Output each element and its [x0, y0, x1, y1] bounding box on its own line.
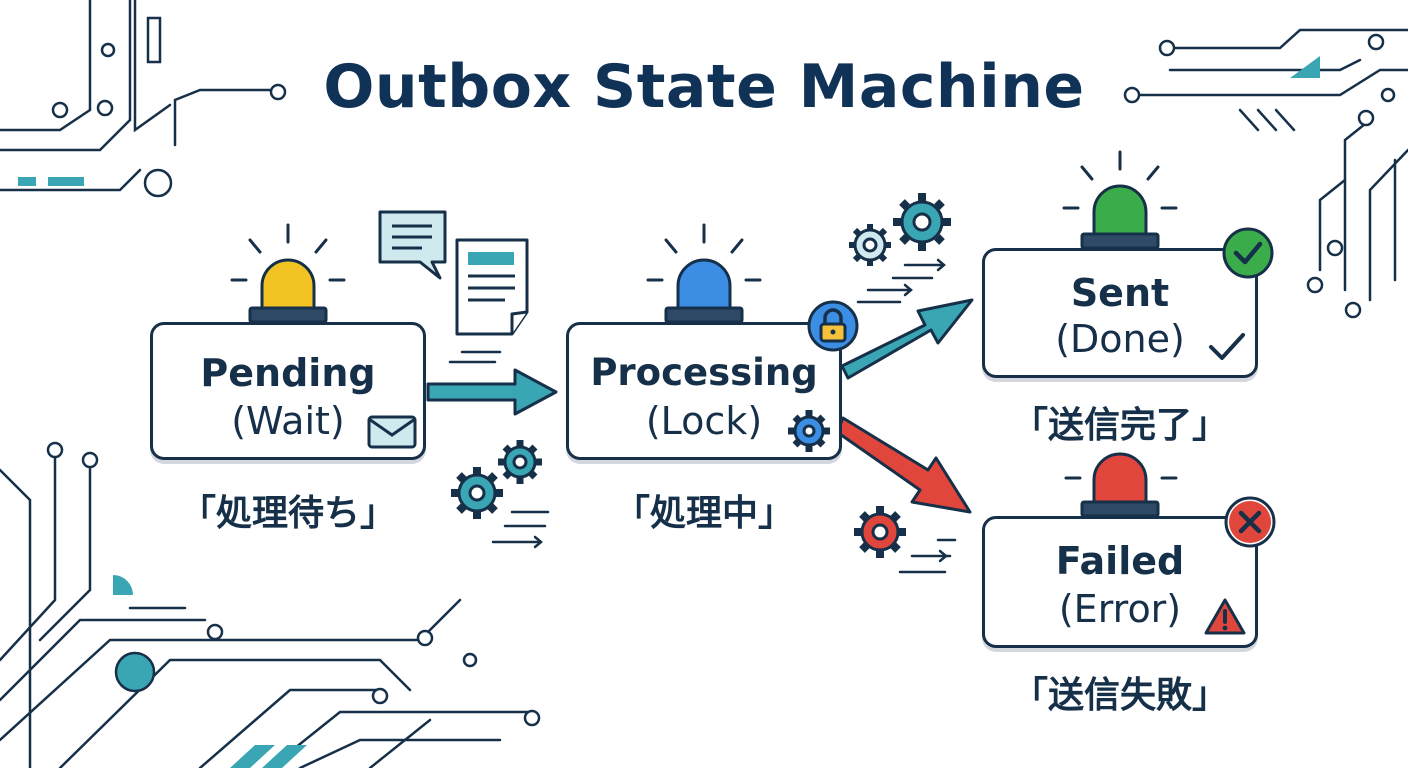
gear-icon [498, 440, 542, 484]
state-processing-name: Processing [590, 351, 818, 394]
diagram-title: Outbox State Machine [323, 52, 1085, 122]
state-sent-jp-label: 「送信完了」 [1011, 405, 1228, 446]
state-sent: Sent (Done) [982, 248, 1258, 378]
gear-icon [451, 467, 503, 519]
state-failed-jp-label: 「送信失敗」 [1011, 675, 1228, 716]
x-circle-icon [1224, 496, 1276, 548]
state-sent-sub: (Done) [1055, 317, 1185, 361]
checkmark-icon [1209, 333, 1245, 360]
state-pending-jp-label: 「処理待ち」 [179, 493, 396, 534]
state-failed: Failed (Error) [982, 516, 1258, 648]
state-processing-jp-label: 「処理中」 [613, 493, 794, 534]
arrow-processing-to-failed [835, 416, 972, 514]
envelope-icon [367, 415, 417, 449]
circuit-decoration-top-left [0, 0, 287, 198]
gear-icon [893, 193, 951, 251]
beacon-light-icon [1064, 452, 1178, 518]
circuit-decoration-top-right [1123, 28, 1408, 319]
arrow-pending-to-processing [426, 368, 558, 416]
circuit-decoration-bottom-left [0, 441, 541, 768]
state-sent-name: Sent [1070, 271, 1170, 315]
chat-bubble-icon [378, 210, 447, 280]
gear-icon [854, 506, 906, 558]
document-icon [455, 238, 529, 336]
circuit-accent [18, 177, 36, 186]
beacon-light-icon [230, 223, 346, 324]
circuit-accent [262, 745, 307, 768]
state-processing-sub: (Lock) [645, 399, 763, 443]
beacon-light-icon [646, 223, 762, 324]
state-failed-name: Failed [1055, 539, 1185, 583]
gear-icon [788, 410, 830, 452]
arrow-processing-to-sent [840, 298, 974, 380]
motion-arrowheads [533, 258, 948, 563]
warning-icon [1204, 598, 1246, 635]
state-processing: Processing (Lock) [566, 322, 842, 460]
circuit-accent [48, 177, 84, 186]
lock-icon [807, 300, 859, 352]
state-pending-name: Pending [200, 351, 376, 395]
gear-icon [849, 224, 891, 266]
circuit-accent [230, 745, 275, 768]
state-pending-sub: (Wait) [231, 399, 345, 443]
circuit-node [114, 651, 156, 693]
state-failed-sub: (Error) [1058, 587, 1182, 631]
beacon-light-icon [1062, 150, 1178, 250]
motion-lines [448, 263, 957, 574]
circuit-accent [113, 575, 133, 595]
state-pending: Pending (Wait) [150, 322, 426, 460]
check-circle-icon [1222, 227, 1274, 279]
circuit-accent [1290, 56, 1320, 78]
